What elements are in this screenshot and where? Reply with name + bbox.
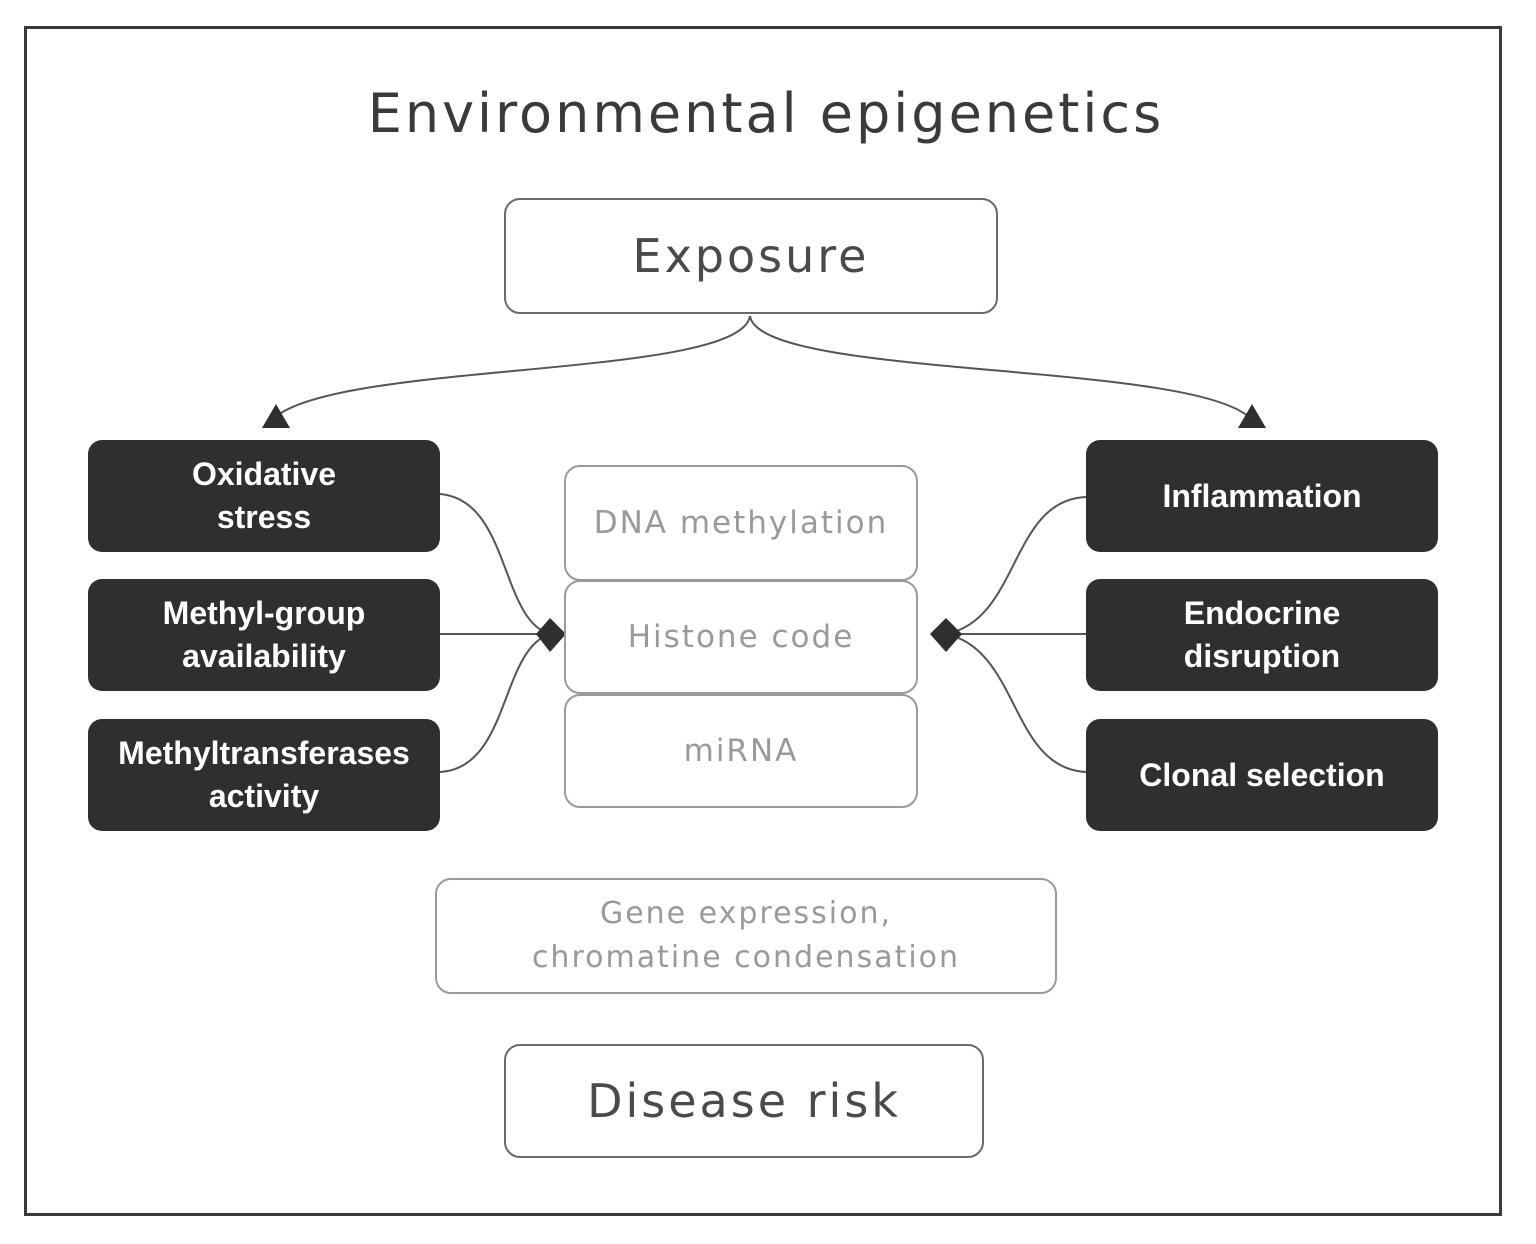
factor-label-line: disruption bbox=[1183, 638, 1341, 674]
diagram-title: Environmental epigenetics bbox=[367, 82, 1165, 145]
mechanism-label: miRNA bbox=[683, 733, 799, 769]
factor-methyl-group-availability: Methyl-group availability bbox=[88, 579, 440, 691]
left-diamond-icon bbox=[536, 618, 566, 652]
factor-endocrine-disruption: Endocrine disruption bbox=[1086, 579, 1438, 691]
factor-label-line: Clonal selection bbox=[1139, 756, 1385, 793]
factor-label-line: Oxidative bbox=[191, 456, 337, 492]
clonal-connector bbox=[945, 633, 1087, 773]
exposure-to-right-arrow bbox=[749, 315, 1253, 421]
exposure-label: Exposure bbox=[632, 229, 870, 283]
factor-label-line: availability bbox=[182, 638, 346, 674]
mechanism-mirna: miRNA bbox=[564, 694, 918, 808]
gene-expression-line: chromatine condensation bbox=[531, 940, 961, 975]
oxidative-connector bbox=[439, 493, 551, 635]
mechanism-label: Histone code bbox=[627, 619, 855, 655]
factor-clonal-selection: Clonal selection bbox=[1086, 719, 1438, 831]
factor-label-line: activity bbox=[208, 778, 320, 814]
right-arrowhead-icon bbox=[1238, 404, 1266, 428]
factor-label-line: Inflammation bbox=[1162, 477, 1362, 514]
exposure-to-left-arrow bbox=[271, 315, 751, 421]
factor-inflammation: Inflammation bbox=[1086, 440, 1438, 552]
factor-oxidative-stress: Oxidative stress bbox=[88, 440, 440, 552]
inflammation-connector bbox=[945, 496, 1087, 635]
mechanism-histone-code: Histone code bbox=[564, 580, 918, 694]
right-diamond-icon bbox=[930, 618, 962, 652]
gene-expression-line: Gene expression, bbox=[599, 896, 893, 931]
gene-expression-box: Gene expression, chromatine condensation bbox=[435, 878, 1057, 994]
factor-label-line: Methyl-group bbox=[162, 595, 366, 631]
disease-risk-label: Disease risk bbox=[587, 1074, 901, 1128]
factor-label-line: Methyltransferases bbox=[118, 735, 410, 771]
disease-risk-box: Disease risk bbox=[504, 1044, 984, 1158]
exposure-box: Exposure bbox=[504, 198, 998, 314]
mechanism-dna-methylation: DNA methylation bbox=[564, 465, 918, 581]
methyltransferases-connector bbox=[439, 633, 551, 773]
factor-methyltransferases-activity: Methyltransferases activity bbox=[88, 719, 440, 831]
mechanism-label: DNA methylation bbox=[593, 505, 889, 541]
factor-label-line: stress bbox=[216, 499, 312, 535]
left-arrowhead-icon bbox=[262, 404, 290, 428]
factor-label-line: Endocrine bbox=[1183, 595, 1341, 631]
